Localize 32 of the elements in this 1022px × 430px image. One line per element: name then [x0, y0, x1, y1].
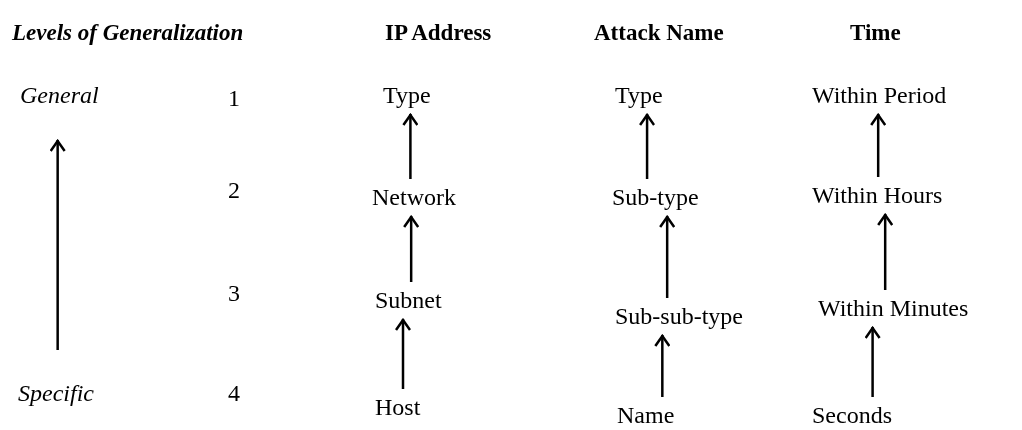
level-text: General [20, 80, 99, 110]
level-text: Name [617, 400, 675, 430]
level-text: Host [375, 392, 421, 422]
level-text: Subnet [375, 285, 442, 315]
arrow [394, 318, 412, 389]
level-text: Type [383, 80, 431, 110]
level-number: 2 [228, 176, 240, 205]
arrow [864, 326, 881, 397]
arrow [876, 213, 894, 290]
level-text: Within Minutes [818, 293, 969, 323]
level-number: 3 [228, 279, 240, 308]
column-header: IP Address [385, 19, 492, 47]
level-text: Sub-type [612, 182, 699, 212]
level-text: Within Hours [812, 180, 943, 210]
column-header: Time [850, 19, 901, 47]
level-text: Network [372, 182, 456, 212]
arrow [654, 334, 671, 397]
arrow [402, 215, 420, 282]
axis-title: Levels of Generalization [12, 19, 244, 47]
arrow [638, 113, 656, 179]
level-number: 1 [228, 84, 240, 113]
arrow [49, 139, 66, 350]
level-text: Type [615, 80, 663, 110]
column-header: Attack Name [594, 19, 724, 47]
level-text: Specific [18, 378, 94, 408]
arrow [402, 113, 419, 179]
level-number: 4 [228, 379, 240, 408]
level-text: Within Period [812, 80, 947, 110]
arrow [658, 215, 676, 298]
arrow [869, 113, 887, 177]
level-text: Seconds [812, 400, 892, 430]
level-text: Sub-sub-type [615, 301, 743, 331]
